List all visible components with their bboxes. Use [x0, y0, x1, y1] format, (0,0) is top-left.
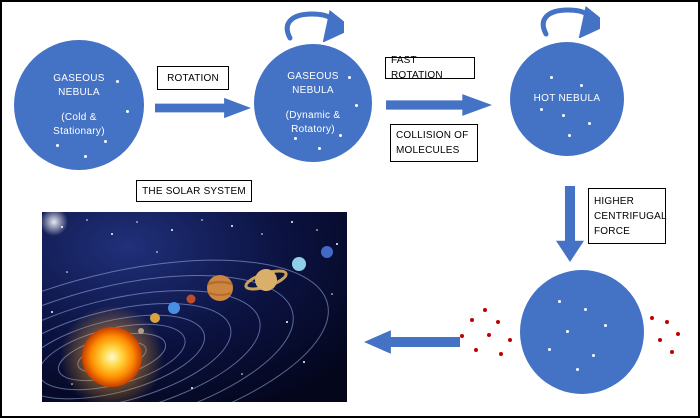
- molecule-speck: [470, 318, 474, 322]
- rotation-label: ROTATION: [167, 72, 219, 84]
- lens-flare: [42, 212, 68, 236]
- stars: [51, 219, 338, 389]
- neptune: [321, 246, 333, 258]
- gas-speck: [580, 84, 583, 87]
- circle-title: GASEOUS NEBULA: [287, 71, 339, 96]
- molecule-speck: [499, 352, 503, 356]
- circle-subtitle: (Dynamic & Rotatory): [285, 110, 341, 135]
- centrifugal-label-line: HIGHER: [594, 195, 635, 207]
- gas-speck: [576, 368, 579, 371]
- gas-speck: [548, 348, 551, 351]
- spin-arrow-icon: [284, 10, 344, 42]
- gas-speck: [355, 104, 358, 107]
- gaseous-nebula-cold-circle: GASEOUS NEBULA (Cold & Stationary): [14, 40, 144, 170]
- centrifugal-label-line: CENTRIFUGAL: [594, 210, 667, 222]
- gas-speck: [566, 330, 569, 333]
- gas-speck: [550, 76, 553, 79]
- gaseous-nebula-dynamic-circle: GASEOUS NEBULA (Dynamic & Rotatory): [254, 44, 372, 162]
- fast-rotation-arrow: [386, 94, 492, 116]
- gas-speck: [540, 108, 543, 111]
- mars: [186, 294, 196, 304]
- circle-title: HOT NEBULA: [533, 93, 601, 105]
- molecule-speck: [460, 334, 464, 338]
- molecule-speck: [670, 350, 674, 354]
- jupiter-band: [207, 280, 233, 286]
- gas-speck: [126, 110, 129, 113]
- rotation-arrow: [155, 97, 251, 119]
- gas-speck: [348, 76, 351, 79]
- gas-speck: [318, 147, 321, 150]
- centrifugal-label-line: FORCE: [594, 225, 630, 237]
- gas-speck: [56, 144, 59, 147]
- gas-speck: [584, 308, 587, 311]
- gas-speck: [104, 140, 107, 143]
- molecule-speck: [487, 333, 491, 337]
- uranus: [292, 257, 306, 271]
- molecule-speck: [658, 338, 662, 342]
- collision-label-box: COLLISION OF MOLECULES: [390, 124, 478, 162]
- jupiter-band: [208, 292, 232, 296]
- fast-rotation-label-box: FAST ROTATION: [385, 55, 475, 81]
- gas-speck: [84, 155, 87, 158]
- fast-rotation-label: FAST ROTATION: [391, 55, 443, 81]
- gas-speck: [339, 134, 342, 137]
- molecule-speck: [650, 316, 654, 320]
- collision-label-line: MOLECULES: [396, 145, 460, 156]
- gas-speck: [568, 134, 571, 137]
- jupiter: [207, 275, 233, 301]
- solar-system-label-box: THE SOLAR SYSTEM: [136, 180, 252, 202]
- collision-label-line: COLLISION OF: [396, 130, 469, 141]
- to-solar-system-arrow: [364, 330, 460, 354]
- circle-subtitle: (Cold & Stationary): [53, 112, 105, 137]
- centrifugal-down-arrow: [556, 186, 584, 262]
- gas-speck: [588, 122, 591, 125]
- gas-speck: [562, 114, 565, 117]
- sun: [82, 327, 142, 387]
- centrifugal-label-box: HIGHER CENTRIFUGAL FORCE: [588, 188, 667, 244]
- gas-speck: [592, 354, 595, 357]
- condensing-nebula-circle: [520, 270, 644, 394]
- gas-speck: [558, 300, 561, 303]
- solar-system-illustration: [42, 212, 347, 402]
- molecule-speck: [496, 320, 500, 324]
- molecule-speck: [665, 320, 669, 324]
- molecule-speck: [483, 308, 487, 312]
- saturn: [244, 269, 288, 291]
- molecule-speck: [474, 348, 478, 352]
- mercury: [138, 328, 144, 334]
- gas-speck: [116, 80, 119, 83]
- hot-nebula-circle: HOT NEBULA: [510, 42, 624, 156]
- gas-speck: [604, 324, 607, 327]
- spin-arrow-icon: [540, 6, 600, 38]
- solar-system-label: THE SOLAR SYSTEM: [142, 185, 246, 197]
- gas-speck: [294, 137, 297, 140]
- molecule-speck: [508, 338, 512, 342]
- molecule-speck: [676, 332, 680, 336]
- rotation-label-box: ROTATION: [157, 66, 229, 90]
- venus: [150, 313, 160, 323]
- earth: [168, 302, 180, 314]
- circle-title: GASEOUS NEBULA: [53, 73, 105, 98]
